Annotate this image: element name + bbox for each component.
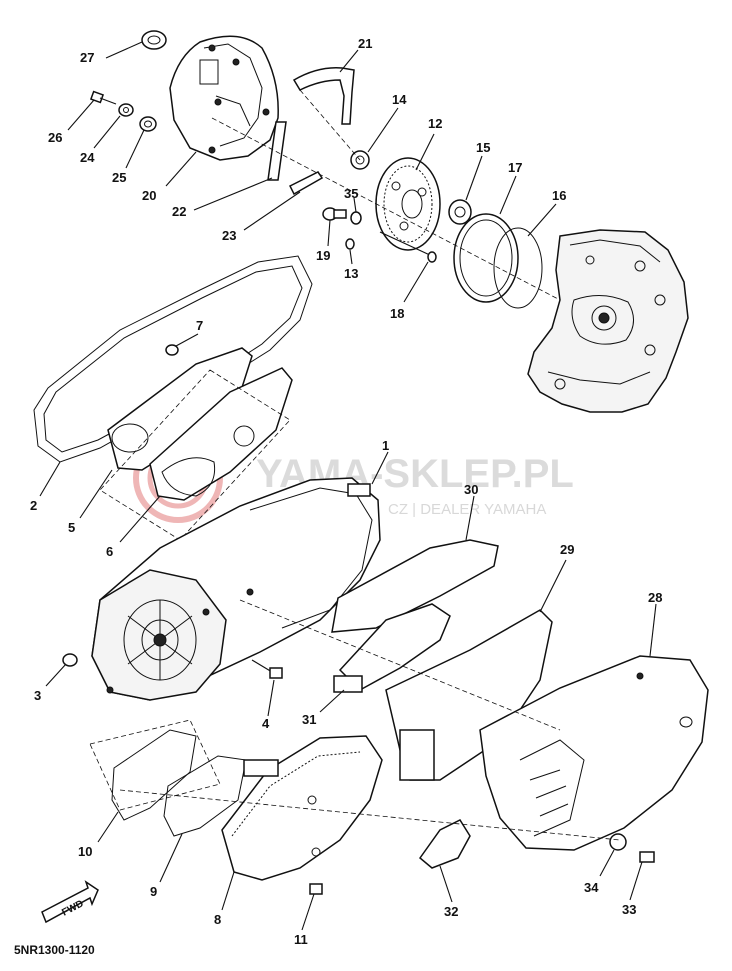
assembly-line [119,789,621,841]
part-label-17: 17 [508,160,522,175]
part-26-bolt [89,90,117,105]
part-label-11: 11 [294,932,308,947]
part-15-bearing [448,199,472,225]
part-11-bolt [309,883,323,895]
assembly-line [239,599,561,731]
part-label-5: 5 [68,520,75,535]
part-29-tab [399,729,435,781]
part-label-34: 34 [584,880,599,895]
part-label-1: 1 [382,438,389,453]
part-10-gasket [111,729,197,821]
part-label-24: 24 [80,150,95,165]
assembly-line [299,89,361,161]
part-21-hose [292,67,355,125]
part-label-2: 2 [30,498,37,513]
part-label-25: 25 [112,170,126,185]
part-2-gasket [33,255,313,463]
part-31-tab [333,675,363,693]
part-label-29: 29 [560,542,574,557]
part-label-21: 21 [358,36,372,51]
watermark-subtitle: CZ | DEALER YAMAHA [388,501,546,518]
part-24-collar [118,103,134,117]
part-32-bracket [418,819,471,869]
part-9-oring [163,755,247,837]
part-label-32: 32 [444,904,458,919]
part-18-pin [379,231,437,263]
leader-lines [39,41,657,931]
part-label-35: 35 [344,186,358,201]
part-label-15: 15 [476,140,490,155]
part-label-19: 19 [316,248,330,263]
part-label-23: 23 [222,228,236,243]
part-label-26: 26 [48,130,62,145]
part-label-14: 14 [392,92,407,107]
crankcase-drawing [527,229,689,413]
part-27-seal [141,30,167,50]
part-label-30: 30 [464,482,478,497]
diagram-code: 5NR1300-1120 [14,943,95,957]
part-label-9: 9 [150,884,157,899]
part-31-sponge [338,603,451,691]
part-label-22: 22 [172,204,186,219]
upper-cover-drawing [169,35,279,161]
part-label-18: 18 [390,306,404,321]
part-34-washer [609,833,627,851]
part-12-gear [375,157,441,251]
part-labels: 1 2 3 4 5 6 7 8 9 10 11 12 13 14 15 16 1… [30,36,662,947]
part-label-10: 10 [78,844,92,859]
part-label-12: 12 [428,116,442,131]
fwd-arrow-icon: FWD [41,880,99,924]
assembly-plane [89,719,221,811]
part-label-28: 28 [648,590,662,605]
part-label-6: 6 [106,544,113,559]
part-8-cover [221,735,383,881]
part-28-cover [479,655,709,851]
part-17-ring [453,213,519,303]
part-3-cap [62,653,78,667]
part-1-cover [91,477,381,701]
part-label-4: 4 [262,716,270,731]
part-label-13: 13 [344,266,358,281]
part-label-31: 31 [302,712,316,727]
part-16-ring [493,227,543,309]
assembly-line [211,117,561,301]
part-33-bolt [639,851,655,863]
part-23-hose [288,171,324,196]
part-25-bearing [139,116,157,132]
part-label-7: 7 [196,318,203,333]
part-label-20: 20 [142,188,156,203]
part-4-bolt [251,659,283,679]
part-label-33: 33 [622,902,636,917]
part-19-bolt [322,207,347,221]
part-6-plate [149,367,293,501]
part-13-dowel [345,238,355,250]
part-35-washer [350,211,362,225]
part-label-27: 27 [80,50,94,65]
part-label-8: 8 [214,912,221,927]
part-label-16: 16 [552,188,566,203]
part-7-dowel [165,344,179,356]
part-30-duct [331,539,499,633]
part-22-tube [267,121,287,181]
part-label-3: 3 [34,688,41,703]
